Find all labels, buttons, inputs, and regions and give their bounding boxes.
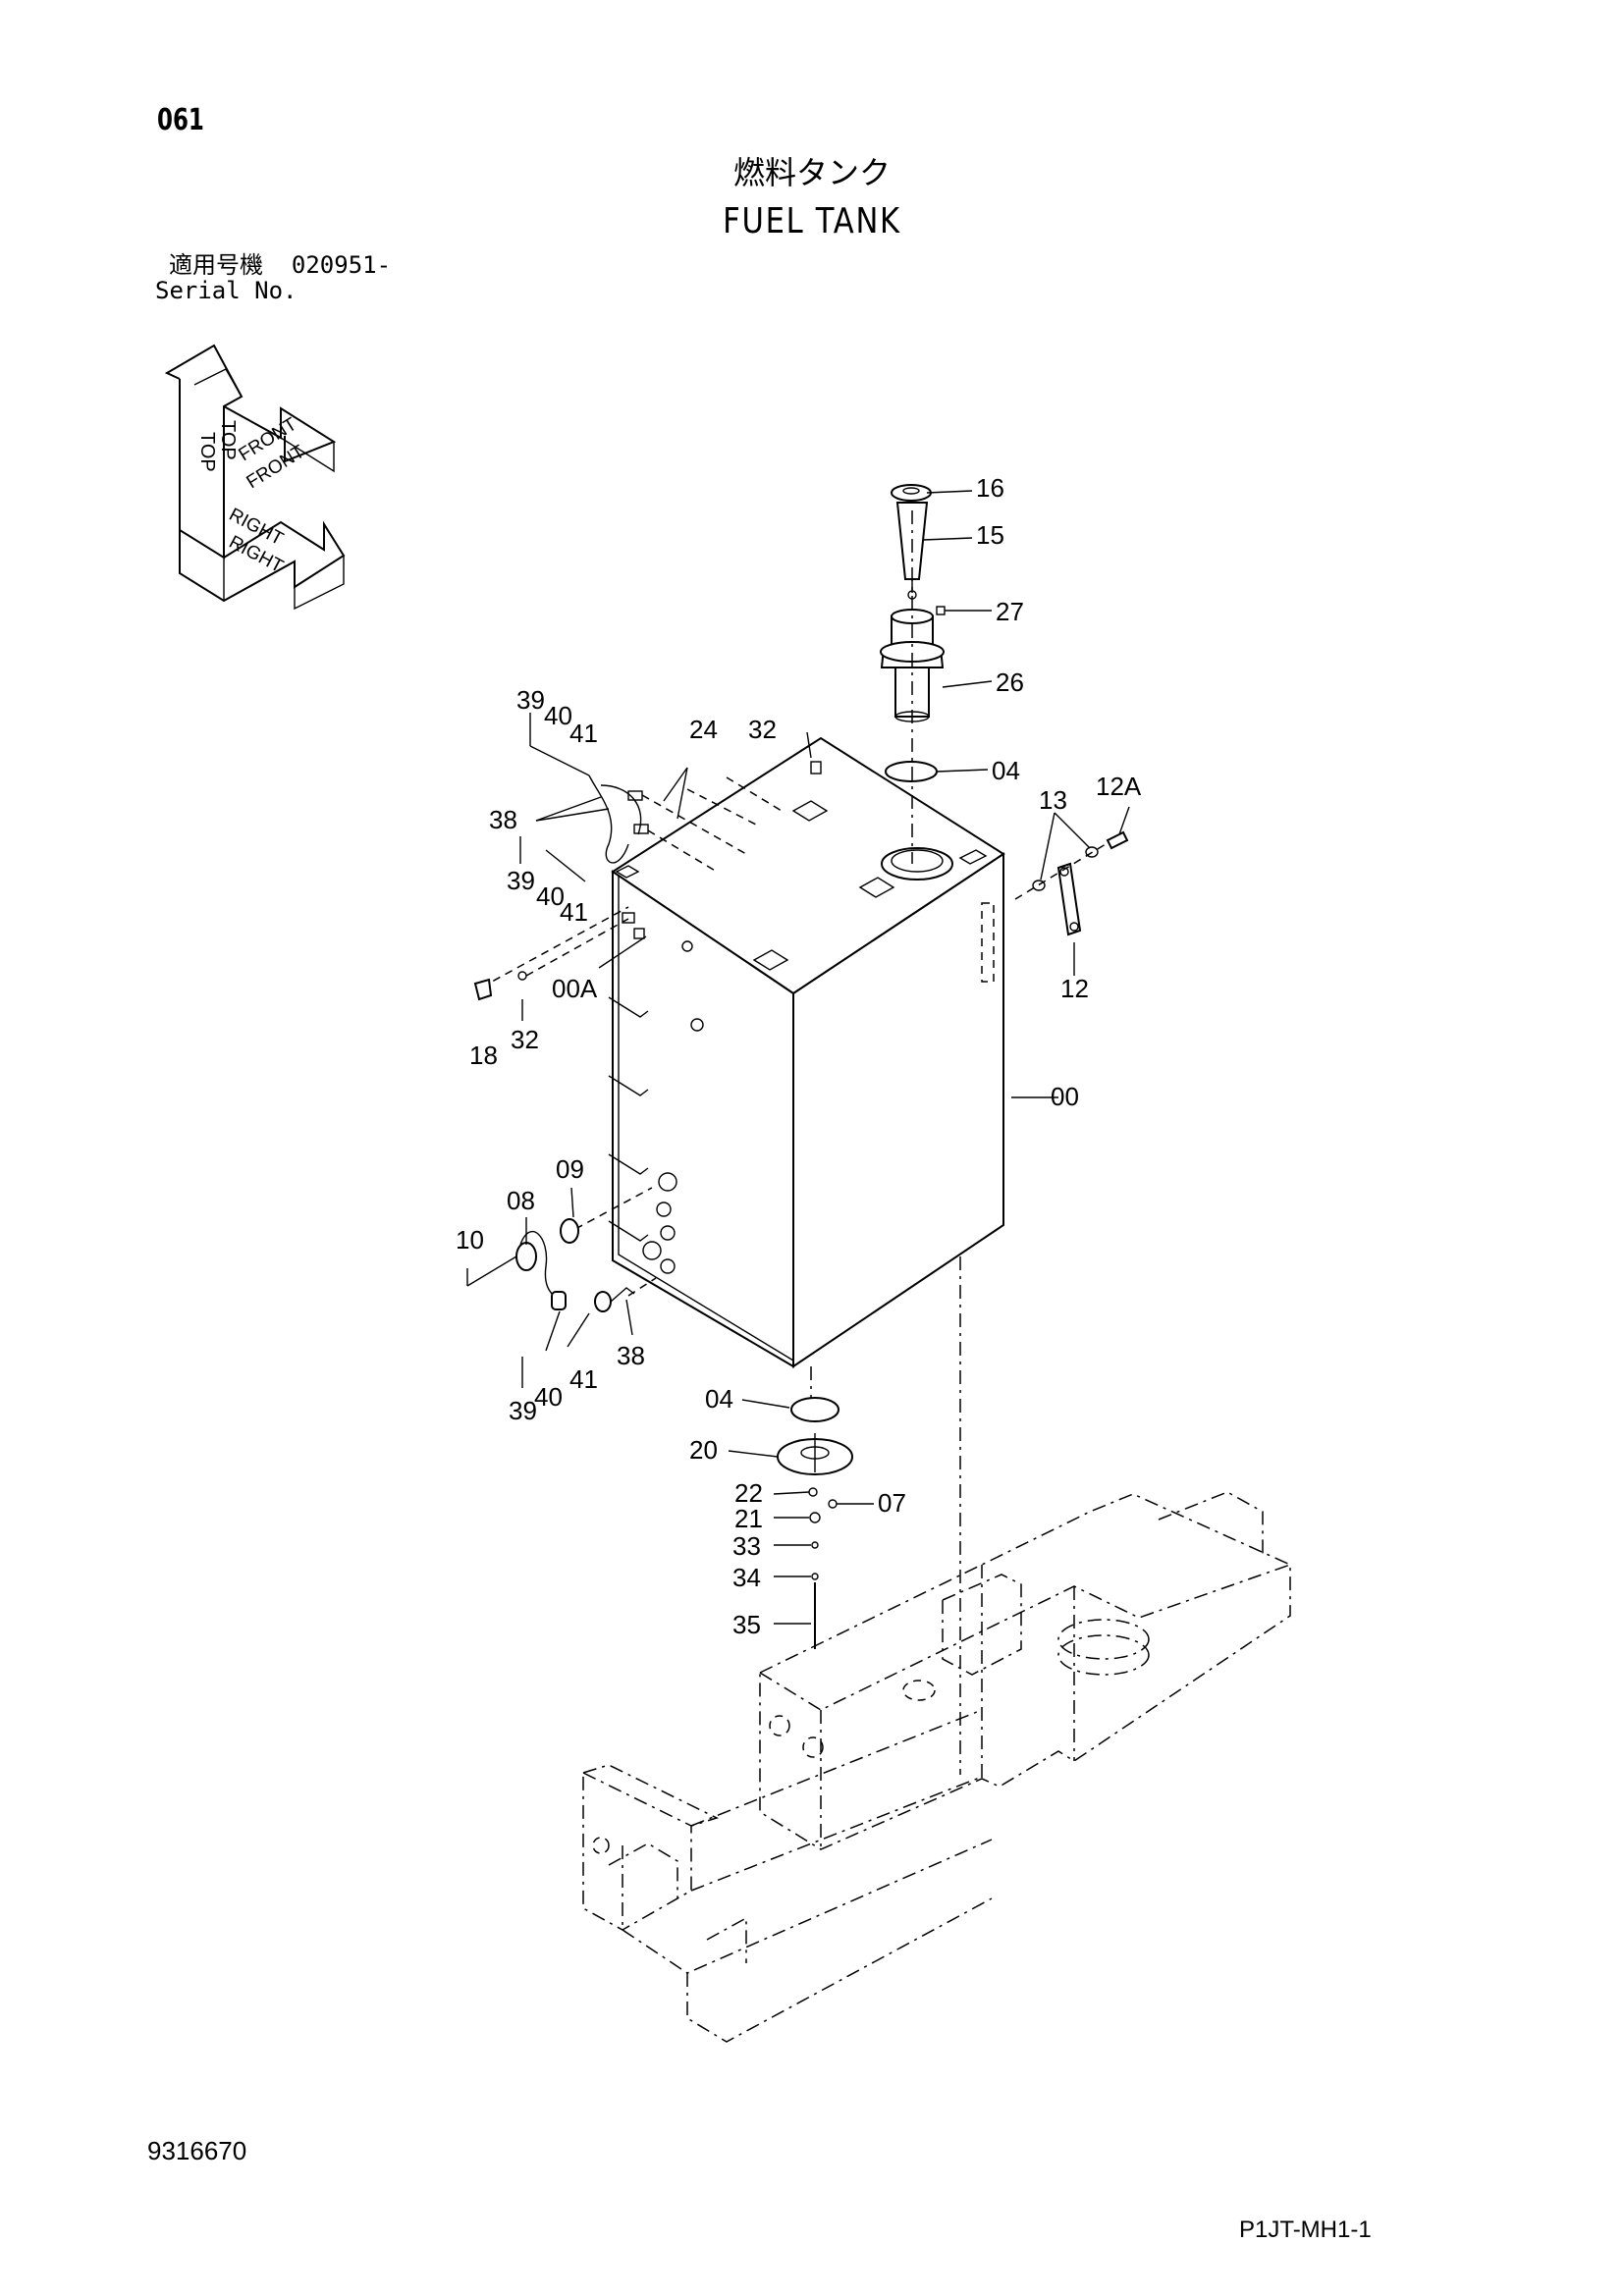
- upper-frame: [759, 1491, 1291, 1850]
- document-number: 9316670: [147, 2136, 247, 2165]
- callout-07: 07: [878, 1488, 906, 1518]
- serial-label-en: Serial No.: [155, 277, 298, 304]
- title-english: FUEL TANK: [723, 201, 901, 241]
- orientation-label: TOP: [196, 432, 218, 472]
- callout-27: 27: [996, 597, 1024, 626]
- callout-38: 38: [617, 1341, 645, 1370]
- callout-08: 08: [507, 1186, 535, 1215]
- callout-39: 39: [509, 1396, 537, 1425]
- serial-label-jp: 適用号機: [169, 251, 263, 279]
- bottom-sender: [777, 1397, 853, 1649]
- callout-09: 09: [556, 1154, 584, 1184]
- callout-39: 39: [516, 685, 545, 715]
- side-fittings: [473, 971, 635, 1312]
- callout-26: 26: [996, 667, 1024, 697]
- callout-20: 20: [689, 1435, 718, 1465]
- orientation-label: TOP: [217, 420, 239, 460]
- callout-04: 04: [992, 756, 1020, 785]
- callout-13: 13: [1039, 785, 1067, 815]
- callout-39: 39: [507, 866, 535, 895]
- callout-34: 34: [732, 1563, 761, 1592]
- serial-applicability: 適用号機 020951-: [169, 253, 391, 277]
- callout-12A: 12A: [1096, 772, 1142, 801]
- sheet-code: P1JT-MH1-1: [1239, 2216, 1372, 2243]
- callout-35: 35: [732, 1610, 761, 1639]
- orientation-indicator: TOP TOP FRONT FRONT RIGHT RIGHT: [164, 344, 346, 611]
- callout-41: 41: [560, 897, 588, 927]
- callout-40: 40: [544, 701, 572, 730]
- callout-41: 41: [569, 1364, 598, 1394]
- callout-15: 15: [976, 520, 1004, 550]
- callout-10: 10: [456, 1225, 484, 1255]
- callout-32: 32: [748, 715, 777, 744]
- serial-value: 020951-: [291, 251, 392, 279]
- sender-harness-top: [588, 774, 747, 873]
- callout-24: 24: [689, 715, 718, 744]
- fuel-tank-body: [608, 736, 1005, 1368]
- callout-18: 18: [469, 1041, 498, 1070]
- strap-assembly: [1014, 830, 1129, 936]
- callout-04: 04: [705, 1384, 733, 1414]
- callout-21: 21: [734, 1504, 763, 1533]
- callout-22: 22: [734, 1478, 763, 1508]
- callout-40: 40: [536, 881, 565, 911]
- callout-33: 33: [732, 1531, 761, 1561]
- callout-41: 41: [569, 719, 598, 748]
- title-japanese: 燃料タンク: [732, 154, 891, 191]
- callout-16: 16: [976, 473, 1004, 503]
- page-number: 061: [157, 103, 204, 137]
- callout-32: 32: [511, 1025, 539, 1054]
- callout-00: 00: [1051, 1082, 1079, 1111]
- callout-00A: 00A: [552, 974, 598, 1003]
- callout-12: 12: [1060, 974, 1089, 1003]
- filler-assembly: [880, 484, 946, 864]
- lower-frame: [582, 1709, 993, 2043]
- callout-38: 38: [489, 805, 517, 834]
- callout-labels: 16 15 27 26 04 32 24 39 40 41 38 39 40 4…: [456, 473, 1142, 1639]
- leader-lines: [466, 490, 1130, 1625]
- callout-40: 40: [534, 1382, 563, 1412]
